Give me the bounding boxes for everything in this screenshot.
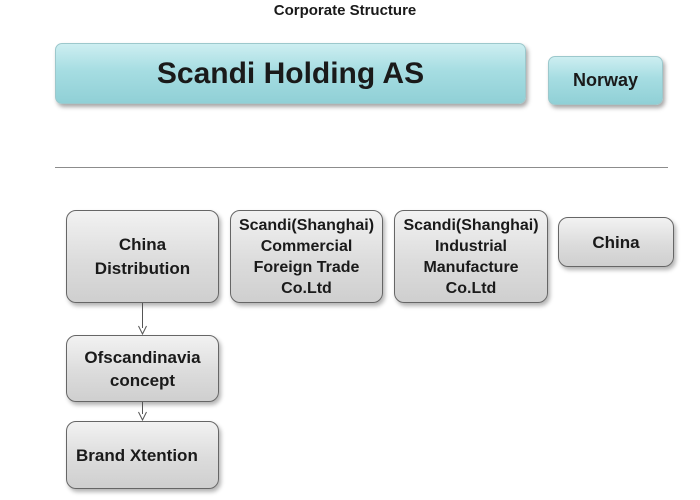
arrowhead-brand xyxy=(138,411,147,422)
shanghai-industrial-box: Scandi(Shanghai) Industrial Manufacture … xyxy=(394,210,548,303)
norway-box: Norway xyxy=(548,56,663,105)
arrowhead-ofscandinavia xyxy=(138,325,147,336)
ofscandinavia-concept-box: Ofscandinavia concept xyxy=(66,335,219,402)
china-box: China xyxy=(558,217,674,267)
brand-xtention-box: Brand Xtention xyxy=(66,421,219,489)
divider-line xyxy=(55,167,668,168)
scandi-holding-box: Scandi Holding AS xyxy=(55,43,526,104)
china-distribution-box: China Distribution xyxy=(66,210,219,303)
diagram-title: Corporate Structure xyxy=(273,2,417,19)
shanghai-commercial-box: Scandi(Shanghai) Commercial Foreign Trad… xyxy=(230,210,383,303)
